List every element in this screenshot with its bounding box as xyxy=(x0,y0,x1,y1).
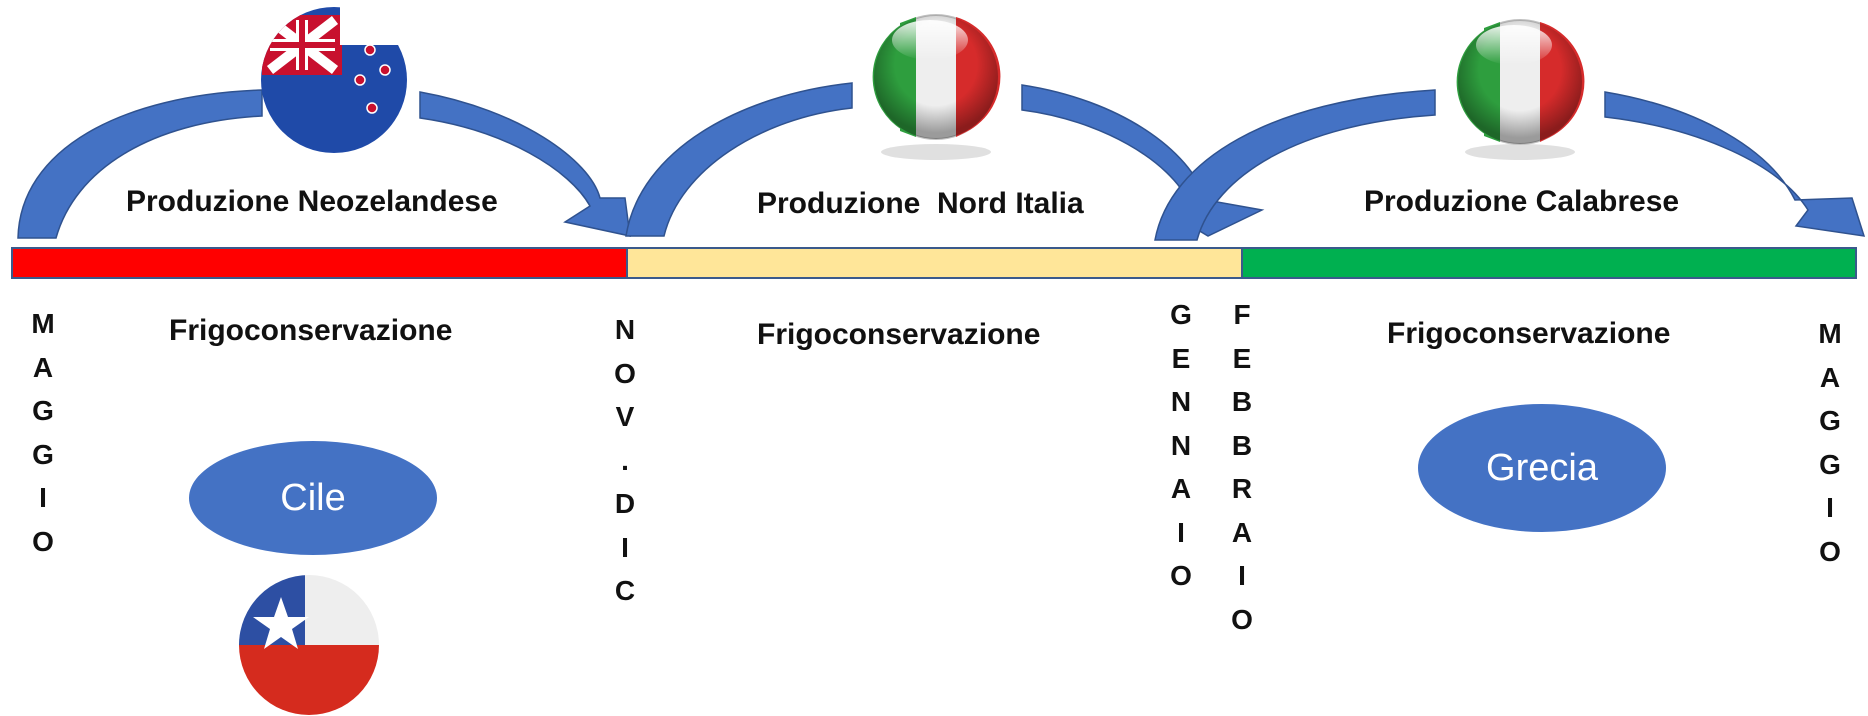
arrow-nord-italia xyxy=(625,82,853,237)
new-zealand-flag-icon xyxy=(261,5,415,153)
storage-label-1: Frigoconservazione xyxy=(169,314,453,347)
chile-flag-icon xyxy=(239,575,379,715)
arrow-calabrese xyxy=(1154,89,1436,241)
production-label-calabrese: Produzione Calabrese xyxy=(1364,185,1680,218)
source-cile: Cile xyxy=(189,441,437,555)
production-label-nord-italia: Produzione Nord Italia xyxy=(757,187,1084,220)
production-label-neozelandese: Produzione Neozelandese xyxy=(126,185,498,218)
timeline-segment-nord-italia xyxy=(626,247,1243,279)
timeline-segment-neozelandese xyxy=(11,247,628,279)
storage-label-2: Frigoconservazione xyxy=(757,318,1041,351)
italy-flag-icon-2 xyxy=(1456,19,1585,160)
timeline-segment-calabrese xyxy=(1241,247,1857,279)
italy-flag-icon-1 xyxy=(872,14,1001,160)
storage-label-3: Frigoconservazione xyxy=(1387,317,1671,350)
source-grecia: Grecia xyxy=(1418,404,1666,532)
